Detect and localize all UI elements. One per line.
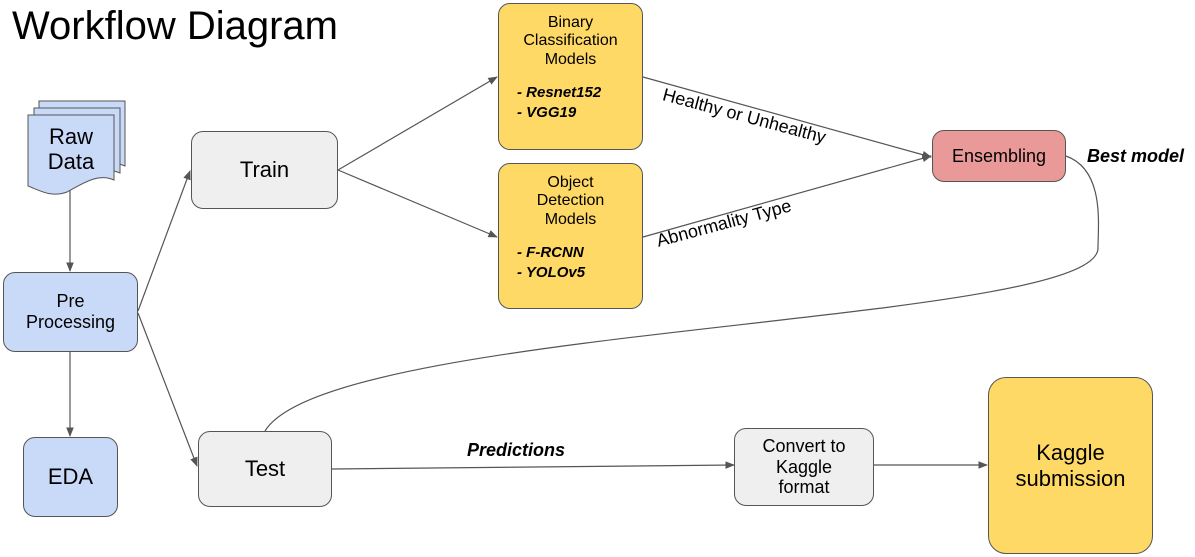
- arrow-train-to-binary: [337, 76, 498, 171]
- binary-classification-label: Binary Classification Models: [523, 14, 618, 68]
- convert-label: Convert to Kaggle format: [762, 435, 846, 498]
- arrow-binary-to-ensembling: [642, 76, 932, 159]
- pre-processing-label: Pre Processing: [25, 291, 116, 332]
- edge-label-predictions: Predictions: [467, 440, 566, 460]
- ensembling-label: Ensembling: [951, 145, 1047, 166]
- arrow-train-to-object: [337, 169, 498, 238]
- object-detection-label: Object Detection Models: [536, 174, 605, 228]
- kaggle-submission-node: Kaggle submission: [988, 377, 1153, 554]
- pre-processing-node: Pre Processing: [3, 272, 138, 352]
- raw-data-node: Raw Data: [28, 115, 114, 183]
- kaggle-submission-label: Kaggle submission: [1015, 440, 1126, 491]
- test-node: Test: [198, 431, 332, 507]
- object-detection-node: Object Detection Models - F-RCNN - YOLOv…: [498, 163, 643, 309]
- train-node: Train: [191, 131, 338, 209]
- arrow-preprocessing-to-test: [137, 312, 198, 467]
- binary-models-list: - Resnet152 - VGG19: [499, 83, 601, 124]
- train-label: Train: [239, 157, 290, 183]
- model-item: - F-RCNN: [517, 244, 584, 262]
- raw-data-label: Raw Data: [47, 123, 95, 174]
- edge-label-best-model: Best model: [1087, 146, 1185, 166]
- curve-ensembling-to-test: [264, 155, 1100, 432]
- model-item: - VGG19: [517, 104, 577, 122]
- eda-node: EDA: [23, 437, 118, 517]
- ensembling-node: Ensembling: [932, 130, 1066, 182]
- model-item: - YOLOv5: [517, 264, 586, 282]
- arrow-object-to-ensembling: [642, 154, 932, 238]
- object-models-list: - F-RCNN - YOLOv5: [499, 243, 585, 284]
- binary-classification-node: Binary Classification Models - Resnet152…: [498, 3, 643, 150]
- convert-node: Convert to Kaggle format: [734, 428, 874, 506]
- eda-label: EDA: [47, 464, 94, 490]
- page-title: Workflow Diagram: [12, 4, 338, 48]
- arrow-test-to-convert: [331, 461, 735, 470]
- model-item: - Resnet152: [517, 84, 602, 102]
- arrow-preprocessing-to-train: [137, 170, 191, 312]
- test-label: Test: [244, 456, 286, 482]
- document-stack-icon: [27, 100, 126, 195]
